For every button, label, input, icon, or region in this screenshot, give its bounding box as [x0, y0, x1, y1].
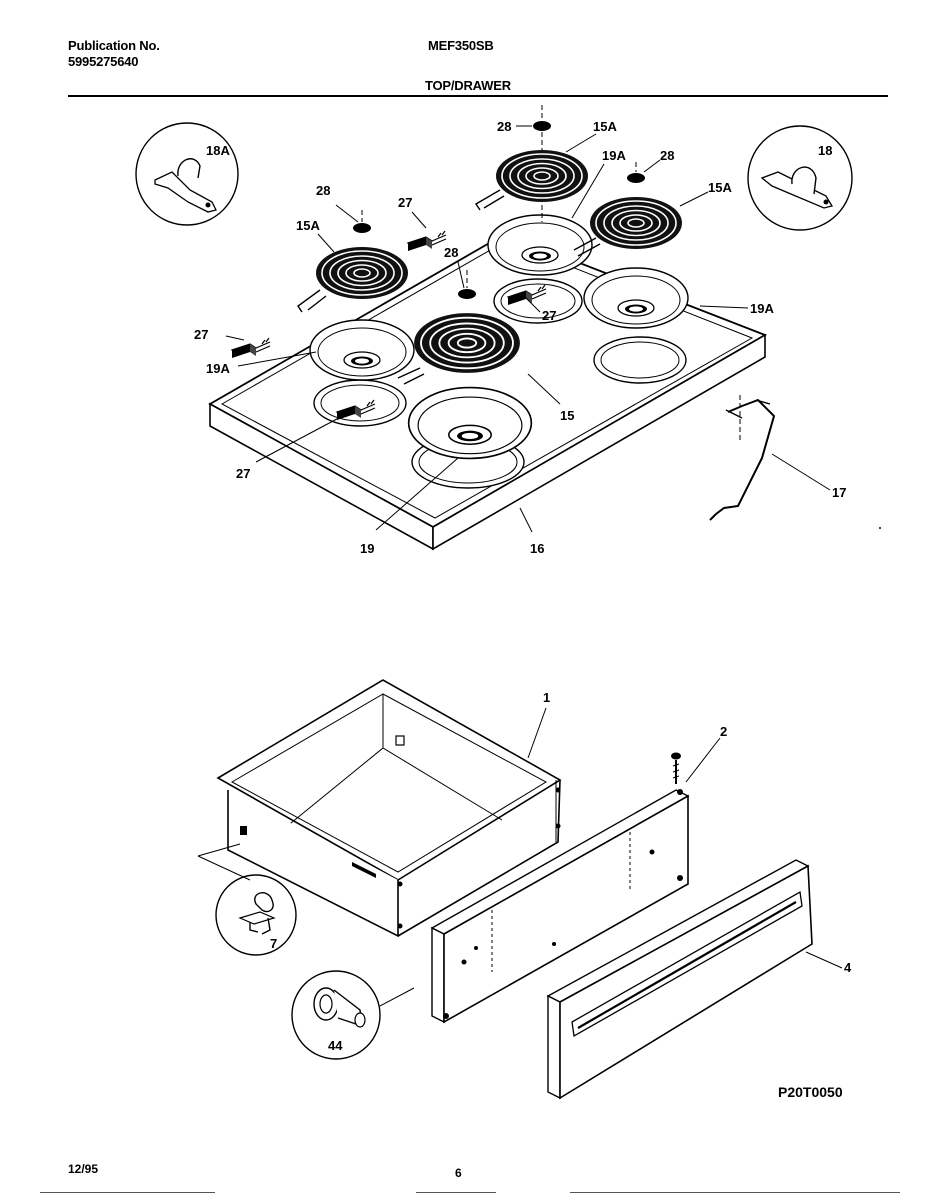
callout-27: 27 [194, 327, 208, 342]
drawer-assembly: 1 2 4 7 44 [197, 679, 852, 1100]
surface-element-large [413, 312, 521, 374]
callout-18: 18 [818, 143, 832, 158]
callout-28: 28 [316, 183, 330, 198]
drip-bowl [583, 267, 689, 329]
diagram-code: P20T0050 [778, 1084, 843, 1100]
main-top-inner-rim [220, 240, 754, 519]
callout-15A: 15A [708, 180, 732, 195]
burner-opening [313, 379, 407, 427]
burner-opening [593, 336, 687, 384]
drip-bowl [487, 214, 593, 276]
footer-page-number: 6 [455, 1166, 462, 1180]
callout-15A: 15A [593, 119, 617, 134]
callout-27: 27 [236, 466, 250, 481]
drip-bowl [309, 319, 415, 381]
surface-element [495, 149, 589, 203]
callout-19A: 19A [206, 361, 230, 376]
publication-number: 5995275640 [68, 54, 139, 69]
callout-28: 28 [497, 119, 511, 134]
footer-rule [570, 1192, 900, 1193]
element-ring [627, 173, 645, 183]
callout-16: 16 [530, 541, 544, 556]
inset-44 [291, 970, 381, 1060]
callout-15: 15 [560, 408, 574, 423]
callout-2: 2 [720, 724, 727, 739]
cooktop-assembly: 28 15A 19A 28 15A 18A 18 28 27 15A 28 27… [135, 105, 853, 556]
inset-18 [747, 125, 853, 231]
terminal-block [407, 230, 447, 252]
footer-date: 12/95 [68, 1162, 99, 1176]
leader-lines [225, 125, 831, 533]
element-ring [458, 289, 476, 299]
element-ring [353, 223, 371, 233]
footer-rule [40, 1192, 215, 1193]
drawer-leader-lines [197, 707, 843, 1007]
callout-18A: 18A [206, 143, 230, 158]
callout-4: 4 [844, 960, 852, 975]
screw [671, 752, 681, 784]
drip-bowl-large [407, 386, 533, 460]
callout-1: 1 [543, 690, 550, 705]
callout-19A: 19A [602, 148, 626, 163]
callout-27: 27 [542, 308, 556, 323]
inset-7 [215, 874, 297, 956]
surface-element [589, 196, 683, 250]
callout-19: 19 [360, 541, 374, 556]
drawer-front-panel [430, 789, 690, 1024]
callout-28: 28 [444, 245, 458, 260]
surface-element [315, 246, 409, 300]
drawer-body [216, 679, 562, 938]
callout-28: 28 [660, 148, 674, 163]
drawer-handle-panel [546, 859, 813, 1100]
callout-19A: 19A [750, 301, 774, 316]
burner-opening [493, 278, 583, 324]
callout-15A: 15A [296, 218, 320, 233]
main-top-side-face [432, 333, 766, 551]
header-rule [68, 95, 888, 97]
hinge-rod [709, 398, 776, 521]
publication-label: Publication No. [68, 38, 160, 53]
callout-7: 7 [270, 936, 277, 951]
section-title: TOP/DRAWER [425, 78, 511, 93]
callout-44: 44 [328, 1038, 343, 1053]
terminal-block [231, 337, 271, 359]
callout-17: 17 [832, 485, 846, 500]
footer-rule [416, 1192, 496, 1193]
inset-18A [135, 122, 239, 226]
model-number: MEF350SB [428, 38, 494, 53]
callout-27: 27 [398, 195, 412, 210]
